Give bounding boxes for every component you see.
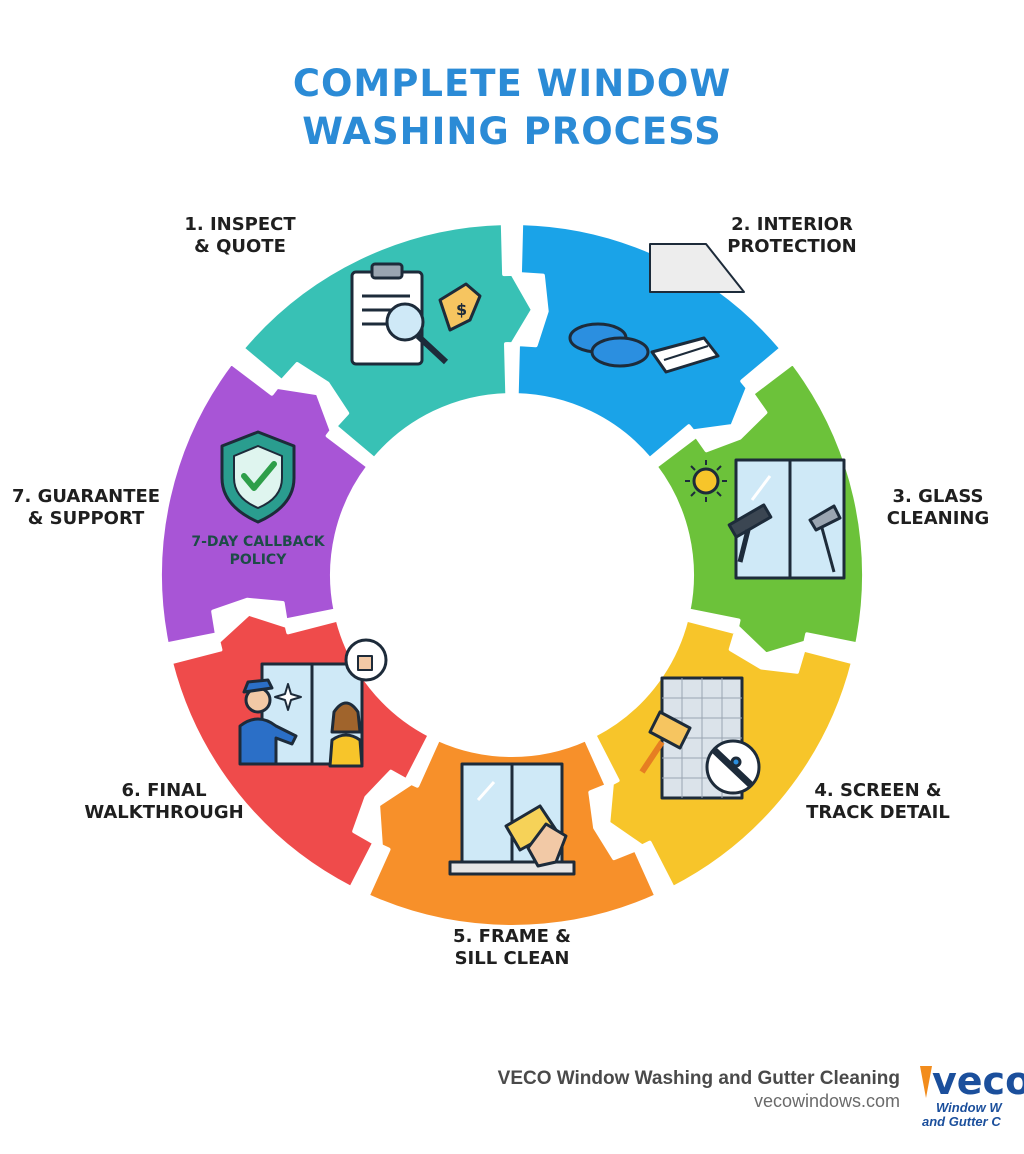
step-4-title: 4. SCREEN & [814, 780, 942, 801]
step-1-label: 1. INSPECT & QUOTE [170, 214, 310, 258]
shield-check-icon [220, 430, 296, 524]
logo-line-2: and Gutter C [922, 1114, 1001, 1129]
step-2-subtitle: PROTECTION [727, 236, 857, 257]
footer-website: vecowindows.com [753, 1091, 900, 1111]
ring-center [334, 397, 690, 753]
step-7-label: 7. GUARANTEE & SUPPORT [4, 486, 168, 530]
veco-logo-graphic: veco Window W and Gutter C [920, 1059, 1024, 1129]
step-5-title: 5. FRAME & [453, 926, 571, 947]
step-6-subtitle: WALKTHROUGH [84, 802, 244, 823]
logo-mark: veco [932, 1059, 1024, 1103]
step-6-title: 6. FINAL [121, 780, 207, 801]
footer-company-name: VECO Window Washing and Gutter Cleaning [497, 1068, 900, 1089]
ring-segment-step-1 [514, 221, 784, 462]
step-2-title: 2. INTERIOR [731, 214, 853, 235]
step-1-subtitle: & QUOTE [194, 236, 286, 257]
callback-policy-text: 7-DAY CALLBACK POLICY [178, 533, 338, 569]
title-line-2: WASHING PROCESS [302, 110, 722, 153]
step-4-subtitle: TRACK DETAIL [806, 802, 950, 823]
step-7-title: 7. GUARANTEE [11, 486, 161, 507]
screen-brush-track-icon [639, 676, 761, 800]
step-7-subtitle: & SUPPORT [27, 508, 145, 529]
step-5-subtitle: SILL CLEAN [454, 948, 570, 969]
window-sill-wipe-icon [448, 762, 576, 876]
step-5-label: 5. FRAME & SILL CLEAN [432, 926, 592, 970]
step-3-title: 3. GLASS [892, 486, 984, 507]
svg-text:$: $ [456, 300, 467, 319]
veco-logo: veco Window W and Gutter C [918, 1058, 1024, 1132]
step-6-label: 6. FINAL WALKTHROUGH [66, 780, 262, 824]
technician-customer-thumbs-up-icon [238, 638, 388, 768]
step-3-label: 3. GLASS CLEANING [868, 486, 1008, 530]
step-1-title: 1. INSPECT [184, 214, 296, 235]
callback-policy-line-1: 7-DAY CALLBACK [191, 534, 325, 550]
clipboard-magnifier-icon: $ [350, 262, 482, 366]
window-squeegee-icon [685, 458, 846, 580]
callback-policy-line-2: POLICY [229, 552, 287, 568]
shoe-covers-drop-cloth-icon [568, 243, 745, 374]
logo-line-1: Window W [936, 1100, 1003, 1115]
step-3-subtitle: CLEANING [886, 508, 990, 529]
step-4-label: 4. SCREEN & TRACK DETAIL [796, 780, 960, 824]
step-2-label: 2. INTERIOR PROTECTION [712, 214, 872, 258]
title-line-1: COMPLETE WINDOW [292, 62, 732, 105]
